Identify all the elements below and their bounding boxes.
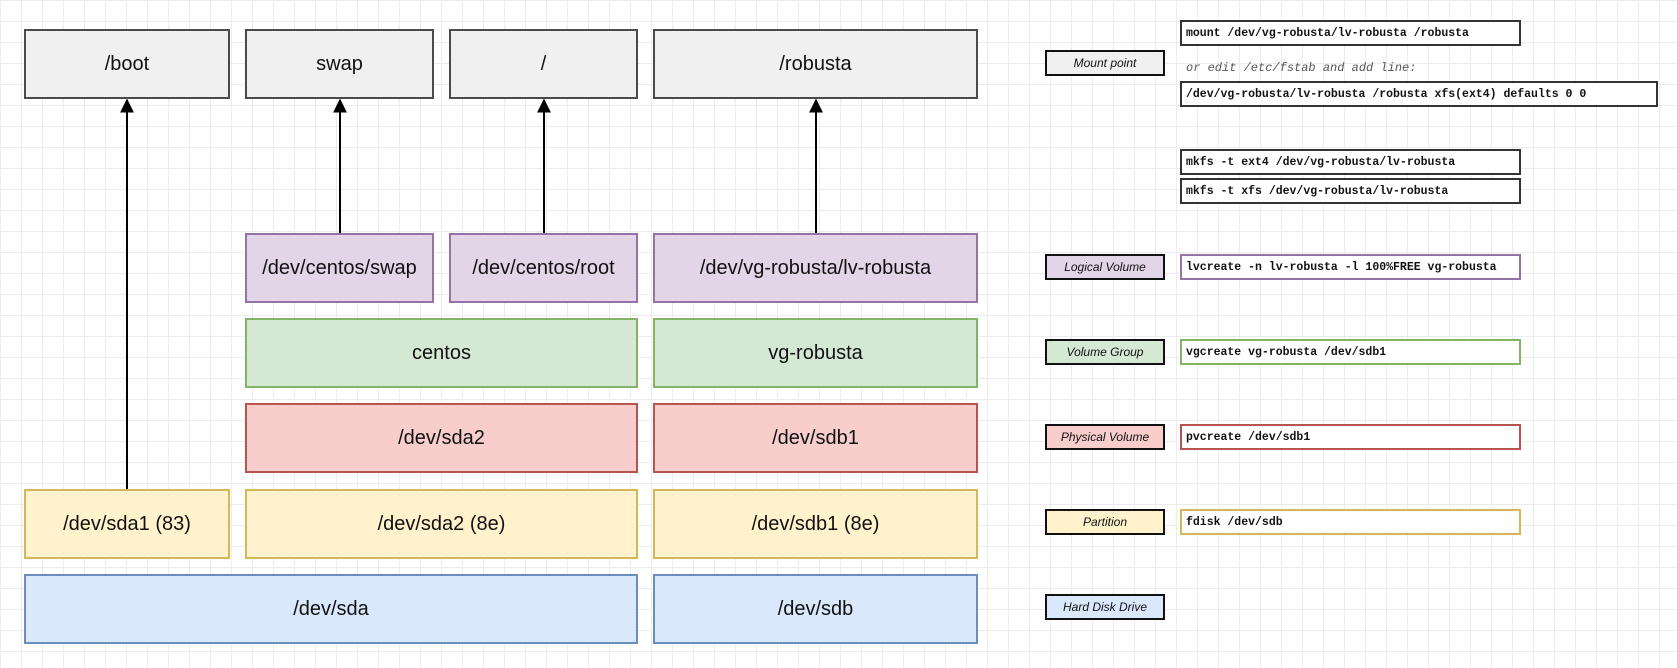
cmd-fdisk: fdisk /dev/sdb <box>1180 509 1521 535</box>
legend-physical-volume: Physical Volume <box>1045 424 1165 450</box>
pv-sda2: /dev/sda2 <box>245 403 638 473</box>
cmd-lvcreate: lvcreate -n lv-robusta -l 100%FREE vg-ro… <box>1180 254 1521 280</box>
cmd-fstab-line: /dev/vg-robusta/lv-robusta /robusta xfs(… <box>1180 81 1658 107</box>
partition-sda2: /dev/sda2 (8e) <box>245 489 638 559</box>
cmd-pvcreate: pvcreate /dev/sdb1 <box>1180 424 1521 450</box>
mount-boot: /boot <box>24 29 230 99</box>
lv-centos-swap: /dev/centos/swap <box>245 233 434 303</box>
lv-robusta: /dev/vg-robusta/lv-robusta <box>653 233 978 303</box>
partition-sdb1: /dev/sdb1 (8e) <box>653 489 978 559</box>
cmd-mkfs-ext4: mkfs -t ext4 /dev/vg-robusta/lv-robusta <box>1180 149 1521 175</box>
mount-robusta: /robusta <box>653 29 978 99</box>
vg-centos: centos <box>245 318 638 388</box>
cmd-mkfs-xfs: mkfs -t xfs /dev/vg-robusta/lv-robusta <box>1180 178 1521 204</box>
cmd-vgcreate: vgcreate vg-robusta /dev/sdb1 <box>1180 339 1521 365</box>
legend-mount-point: Mount point <box>1045 50 1165 76</box>
cmd-mount: mount /dev/vg-robusta/lv-robusta /robust… <box>1180 20 1521 46</box>
mount-swap: swap <box>245 29 434 99</box>
disk-sdb: /dev/sdb <box>653 574 978 644</box>
partition-sda1: /dev/sda1 (83) <box>24 489 230 559</box>
legend-hard-disk-drive: Hard Disk Drive <box>1045 594 1165 620</box>
legend-volume-group: Volume Group <box>1045 339 1165 365</box>
disk-sda: /dev/sda <box>24 574 638 644</box>
note-fstab: or edit /etc/fstab and add line: <box>1186 61 1417 75</box>
legend-logical-volume: Logical Volume <box>1045 254 1165 280</box>
lv-centos-root: /dev/centos/root <box>449 233 638 303</box>
vg-robusta: vg-robusta <box>653 318 978 388</box>
pv-sdb1: /dev/sdb1 <box>653 403 978 473</box>
legend-partition: Partition <box>1045 509 1165 535</box>
mount-root: / <box>449 29 638 99</box>
